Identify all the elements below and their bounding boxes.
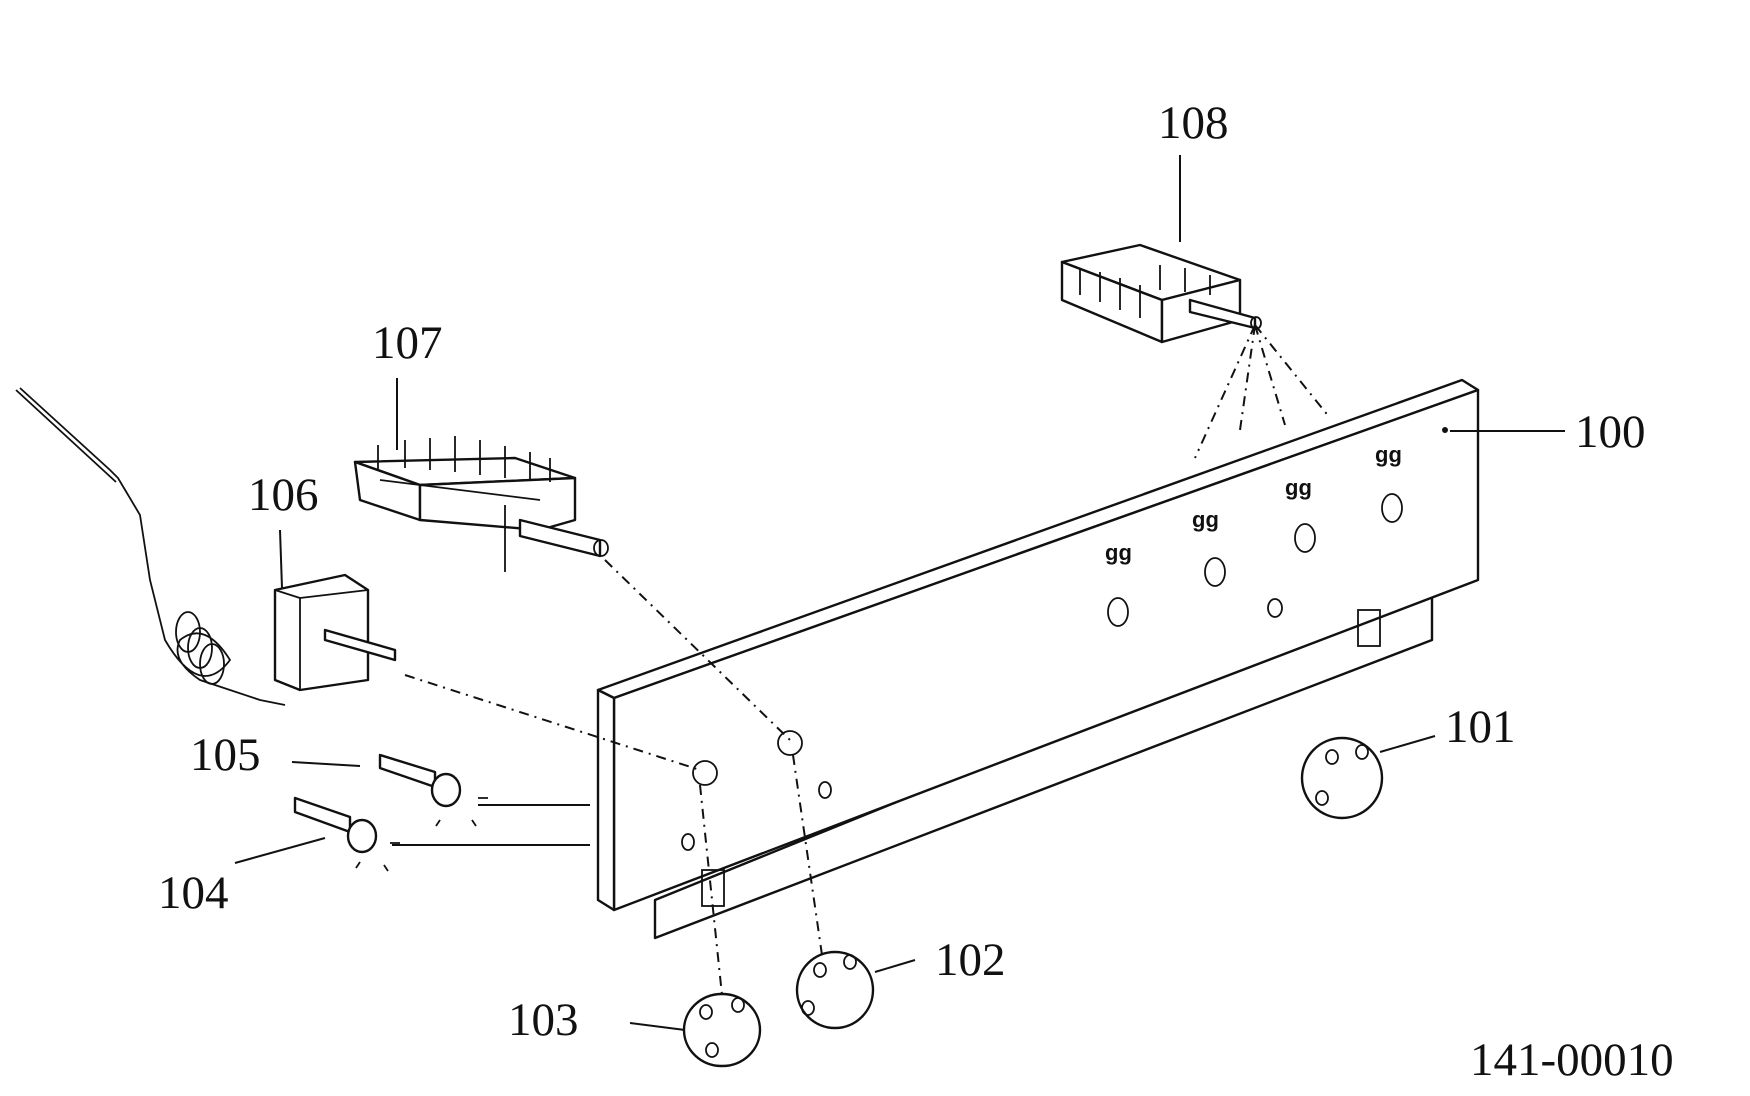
thermostat-part-106 bbox=[15, 387, 397, 706]
indicator-lamp-part-104 bbox=[293, 796, 400, 872]
svg-text:gg: gg bbox=[1285, 475, 1312, 500]
callout-label-103: 103 bbox=[508, 994, 579, 1046]
drawing-number: 141-00010 bbox=[1470, 1034, 1674, 1086]
callout-label-102: 102 bbox=[935, 934, 1006, 986]
control-knob-part-102 bbox=[795, 950, 875, 1030]
svg-text:gg: gg bbox=[1192, 507, 1219, 532]
switch-part-108 bbox=[1060, 243, 1262, 344]
assembly-center-lines bbox=[392, 324, 1331, 996]
svg-text:gg: gg bbox=[1375, 442, 1402, 467]
callout-label-106: 106 bbox=[248, 469, 319, 521]
callout-label-107: 107 bbox=[372, 317, 443, 369]
callout-label-101: 101 bbox=[1445, 701, 1516, 753]
callout-label-105: 105 bbox=[190, 729, 261, 781]
callout-leader-lines bbox=[234, 155, 1565, 1031]
callout-label-104: 104 bbox=[158, 867, 229, 919]
callout-labels: 100 101 102 103 104 105 106 107 108 141-… bbox=[158, 97, 1674, 1086]
callout-label-100: 100 bbox=[1575, 406, 1646, 458]
indicator-lamp-part-105 bbox=[378, 753, 488, 827]
control-panel-part-100: gg gg gg gg bbox=[596, 378, 1480, 940]
switch-part-107 bbox=[353, 436, 609, 572]
control-knob-part-103 bbox=[682, 992, 762, 1068]
callout-label-108: 108 bbox=[1158, 97, 1229, 149]
svg-text:gg: gg bbox=[1105, 540, 1132, 565]
control-knob-part-101 bbox=[1300, 736, 1384, 820]
